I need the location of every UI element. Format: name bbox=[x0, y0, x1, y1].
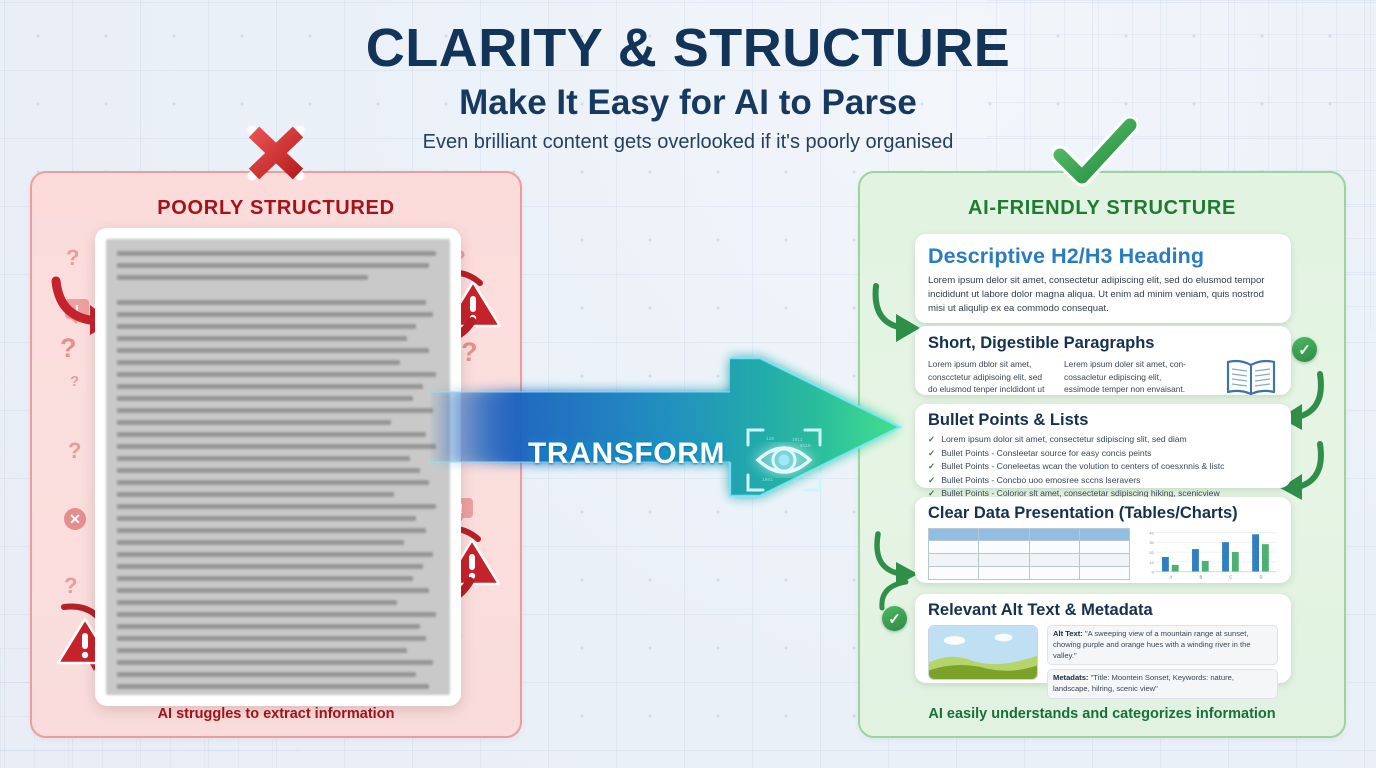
page-tagline: Even brilliant content gets overlooked i… bbox=[422, 131, 954, 154]
svg-text:20: 20 bbox=[1149, 550, 1154, 555]
table-row bbox=[927, 553, 1131, 567]
check-mark-icon bbox=[1052, 117, 1138, 187]
list-item: ✓Bullet Points - Colorior slt amet, cons… bbox=[928, 487, 1278, 501]
metadata-label: Metadats: bbox=[1053, 673, 1089, 683]
table-cell bbox=[1078, 553, 1131, 567]
svg-text:1001: 1001 bbox=[762, 478, 773, 483]
table-cell bbox=[1078, 540, 1131, 554]
svg-text:1011: 1011 bbox=[792, 438, 803, 443]
svg-text:A: A bbox=[1169, 575, 1172, 580]
question-mark-icon: ? bbox=[461, 337, 478, 367]
alt-text-box: Alt Text: "A sweeping view of a mountain… bbox=[1047, 625, 1278, 666]
svg-text:0: 0 bbox=[1152, 570, 1155, 575]
paragraph-column-2: Lerem ipsum doler sit amet, con-cossacle… bbox=[1064, 359, 1186, 395]
svg-text:30: 30 bbox=[1149, 540, 1154, 545]
card-title: Bullet Points & Lists bbox=[928, 411, 1089, 429]
card-title: Short, Digestible Paragraphs bbox=[928, 334, 1155, 352]
curved-arrow-icon bbox=[879, 579, 909, 611]
question-mark-icon: ? bbox=[64, 573, 78, 598]
page-title: CLARITY & STRUCTURE bbox=[365, 18, 1011, 78]
table-cell bbox=[1028, 540, 1080, 554]
page-subtitle: Make It Easy for AI to Parse bbox=[459, 82, 917, 122]
card-title: Descriptive H2/H3 Heading bbox=[928, 244, 1205, 268]
svg-text:C: C bbox=[1229, 575, 1232, 580]
check-icon: ✓ bbox=[928, 474, 936, 485]
check-icon: ✓ bbox=[928, 461, 936, 472]
metadata-value: "Title: Moontein Sonset, Keywords: natur… bbox=[1053, 673, 1234, 694]
svg-text:10: 10 bbox=[1149, 560, 1154, 565]
card-body: Lorem ipsum delor sit amet, consectetur … bbox=[928, 275, 1265, 314]
card-alt-text-metadata: Relevant Alt Text & Metadata Alt Text: "… bbox=[915, 594, 1291, 699]
table-body bbox=[927, 540, 1131, 580]
table-cell bbox=[1028, 553, 1080, 567]
bad-panel-title: POORLY STRUCTURED bbox=[157, 197, 395, 219]
table-header-row bbox=[927, 528, 1131, 541]
bullet-list: ✓Lorem ipsum dolor sit amet, consectetur… bbox=[928, 433, 1278, 501]
list-item: ✓Bullet Points - Consleetar source for e… bbox=[928, 447, 1278, 461]
card-title: Clear Data Presentation (Tables/Charts) bbox=[928, 504, 1238, 522]
card-short-paragraphs: Short, Digestible Paragraphs Lorem ipsum… bbox=[915, 326, 1291, 396]
transform-arrow bbox=[430, 356, 903, 498]
document-page bbox=[106, 239, 450, 695]
table-cell bbox=[1078, 566, 1131, 580]
transform-label: TRANSFORM bbox=[528, 437, 726, 470]
open-book-icon bbox=[1226, 359, 1276, 396]
curved-arrow-icon bbox=[1280, 441, 1324, 500]
svg-text:D: D bbox=[1260, 575, 1263, 580]
metadata-box: Metadats: "Title: Moontein Sonset, Keywo… bbox=[1047, 669, 1278, 699]
ai-friendly-panel: AI-FRIENDLY STRUCTURE AI easily understa… bbox=[858, 171, 1346, 738]
card-data-presentation: Clear Data Presentation (Tables/Charts) … bbox=[915, 497, 1291, 583]
table-row bbox=[927, 540, 1131, 554]
data-table bbox=[927, 528, 1131, 580]
card-descriptive-heading: Descriptive H2/H3 Heading Lorem ipsum de… bbox=[915, 234, 1291, 323]
table-cell bbox=[927, 566, 980, 580]
check-circle-icon: ✓ bbox=[882, 606, 907, 631]
curved-arrow-icon bbox=[872, 283, 920, 342]
x-mark-icon bbox=[247, 125, 305, 181]
table-cell bbox=[927, 540, 980, 554]
check-icon: ✓ bbox=[928, 488, 936, 499]
list-item: ✓Bullet Points - Coneleetas wcan the vol… bbox=[928, 460, 1278, 474]
paragraph-column-1: Lorem ipsum dblor sit amet, conscctetur … bbox=[928, 359, 1045, 395]
x-circle-icon: ✕ bbox=[64, 508, 86, 530]
table-row bbox=[927, 566, 1131, 580]
curved-arrow-icon bbox=[1280, 371, 1324, 430]
table-cell bbox=[1028, 566, 1080, 580]
check-icon: ✓ bbox=[928, 434, 936, 444]
unstructured-document bbox=[95, 228, 461, 706]
svg-text:110: 110 bbox=[766, 437, 774, 442]
svg-text:0101: 0101 bbox=[794, 480, 805, 485]
question-mark-icon: ? bbox=[60, 333, 77, 363]
table-cell bbox=[978, 553, 1030, 567]
svg-text:0110: 0110 bbox=[800, 444, 811, 449]
question-mark-icon: ? bbox=[66, 245, 80, 270]
question-mark-icon: ? bbox=[70, 373, 80, 390]
check-circle-icon: ✓ bbox=[1292, 337, 1317, 362]
card-title: Relevant Alt Text & Metadata bbox=[928, 601, 1153, 619]
good-panel-footer: AI easily understands and categorizes in… bbox=[928, 706, 1276, 722]
bad-panel-footer: AI struggles to extract information bbox=[157, 706, 395, 722]
alt-text-label: Alt Text: bbox=[1053, 629, 1083, 638]
poorly-structured-panel: POORLY STRUCTURED AI struggles to extrac… bbox=[30, 171, 522, 738]
card-bullet-points: Bullet Points & Lists ✓Lorem ipsum dolor… bbox=[915, 404, 1291, 498]
curved-arrow-icon bbox=[874, 531, 918, 586]
header: CLARITY & STRUCTURE Make It Easy for AI … bbox=[0, 0, 1376, 154]
table-cell bbox=[978, 540, 1030, 554]
good-panel-title: AI-FRIENDLY STRUCTURE bbox=[967, 197, 1237, 219]
table-cell bbox=[978, 566, 1030, 580]
list-item: ✓Bullet Points - Concbo uoo emosree sccn… bbox=[928, 474, 1278, 488]
svg-text:B: B bbox=[1200, 575, 1203, 580]
alt-text-value: "A sweeping view of a mountain range at … bbox=[1053, 629, 1251, 660]
table-cell bbox=[927, 553, 980, 567]
svg-text:40: 40 bbox=[1149, 530, 1154, 535]
check-icon: ✓ bbox=[928, 447, 936, 458]
bar-chart: 0 10 20 30 40A B C D bbox=[1149, 530, 1277, 580]
list-item: ✓Lorem ipsum dolor sit amet, consectetur… bbox=[928, 433, 1278, 447]
question-mark-icon: ? bbox=[68, 438, 82, 463]
landscape-thumbnail bbox=[928, 625, 1038, 680]
